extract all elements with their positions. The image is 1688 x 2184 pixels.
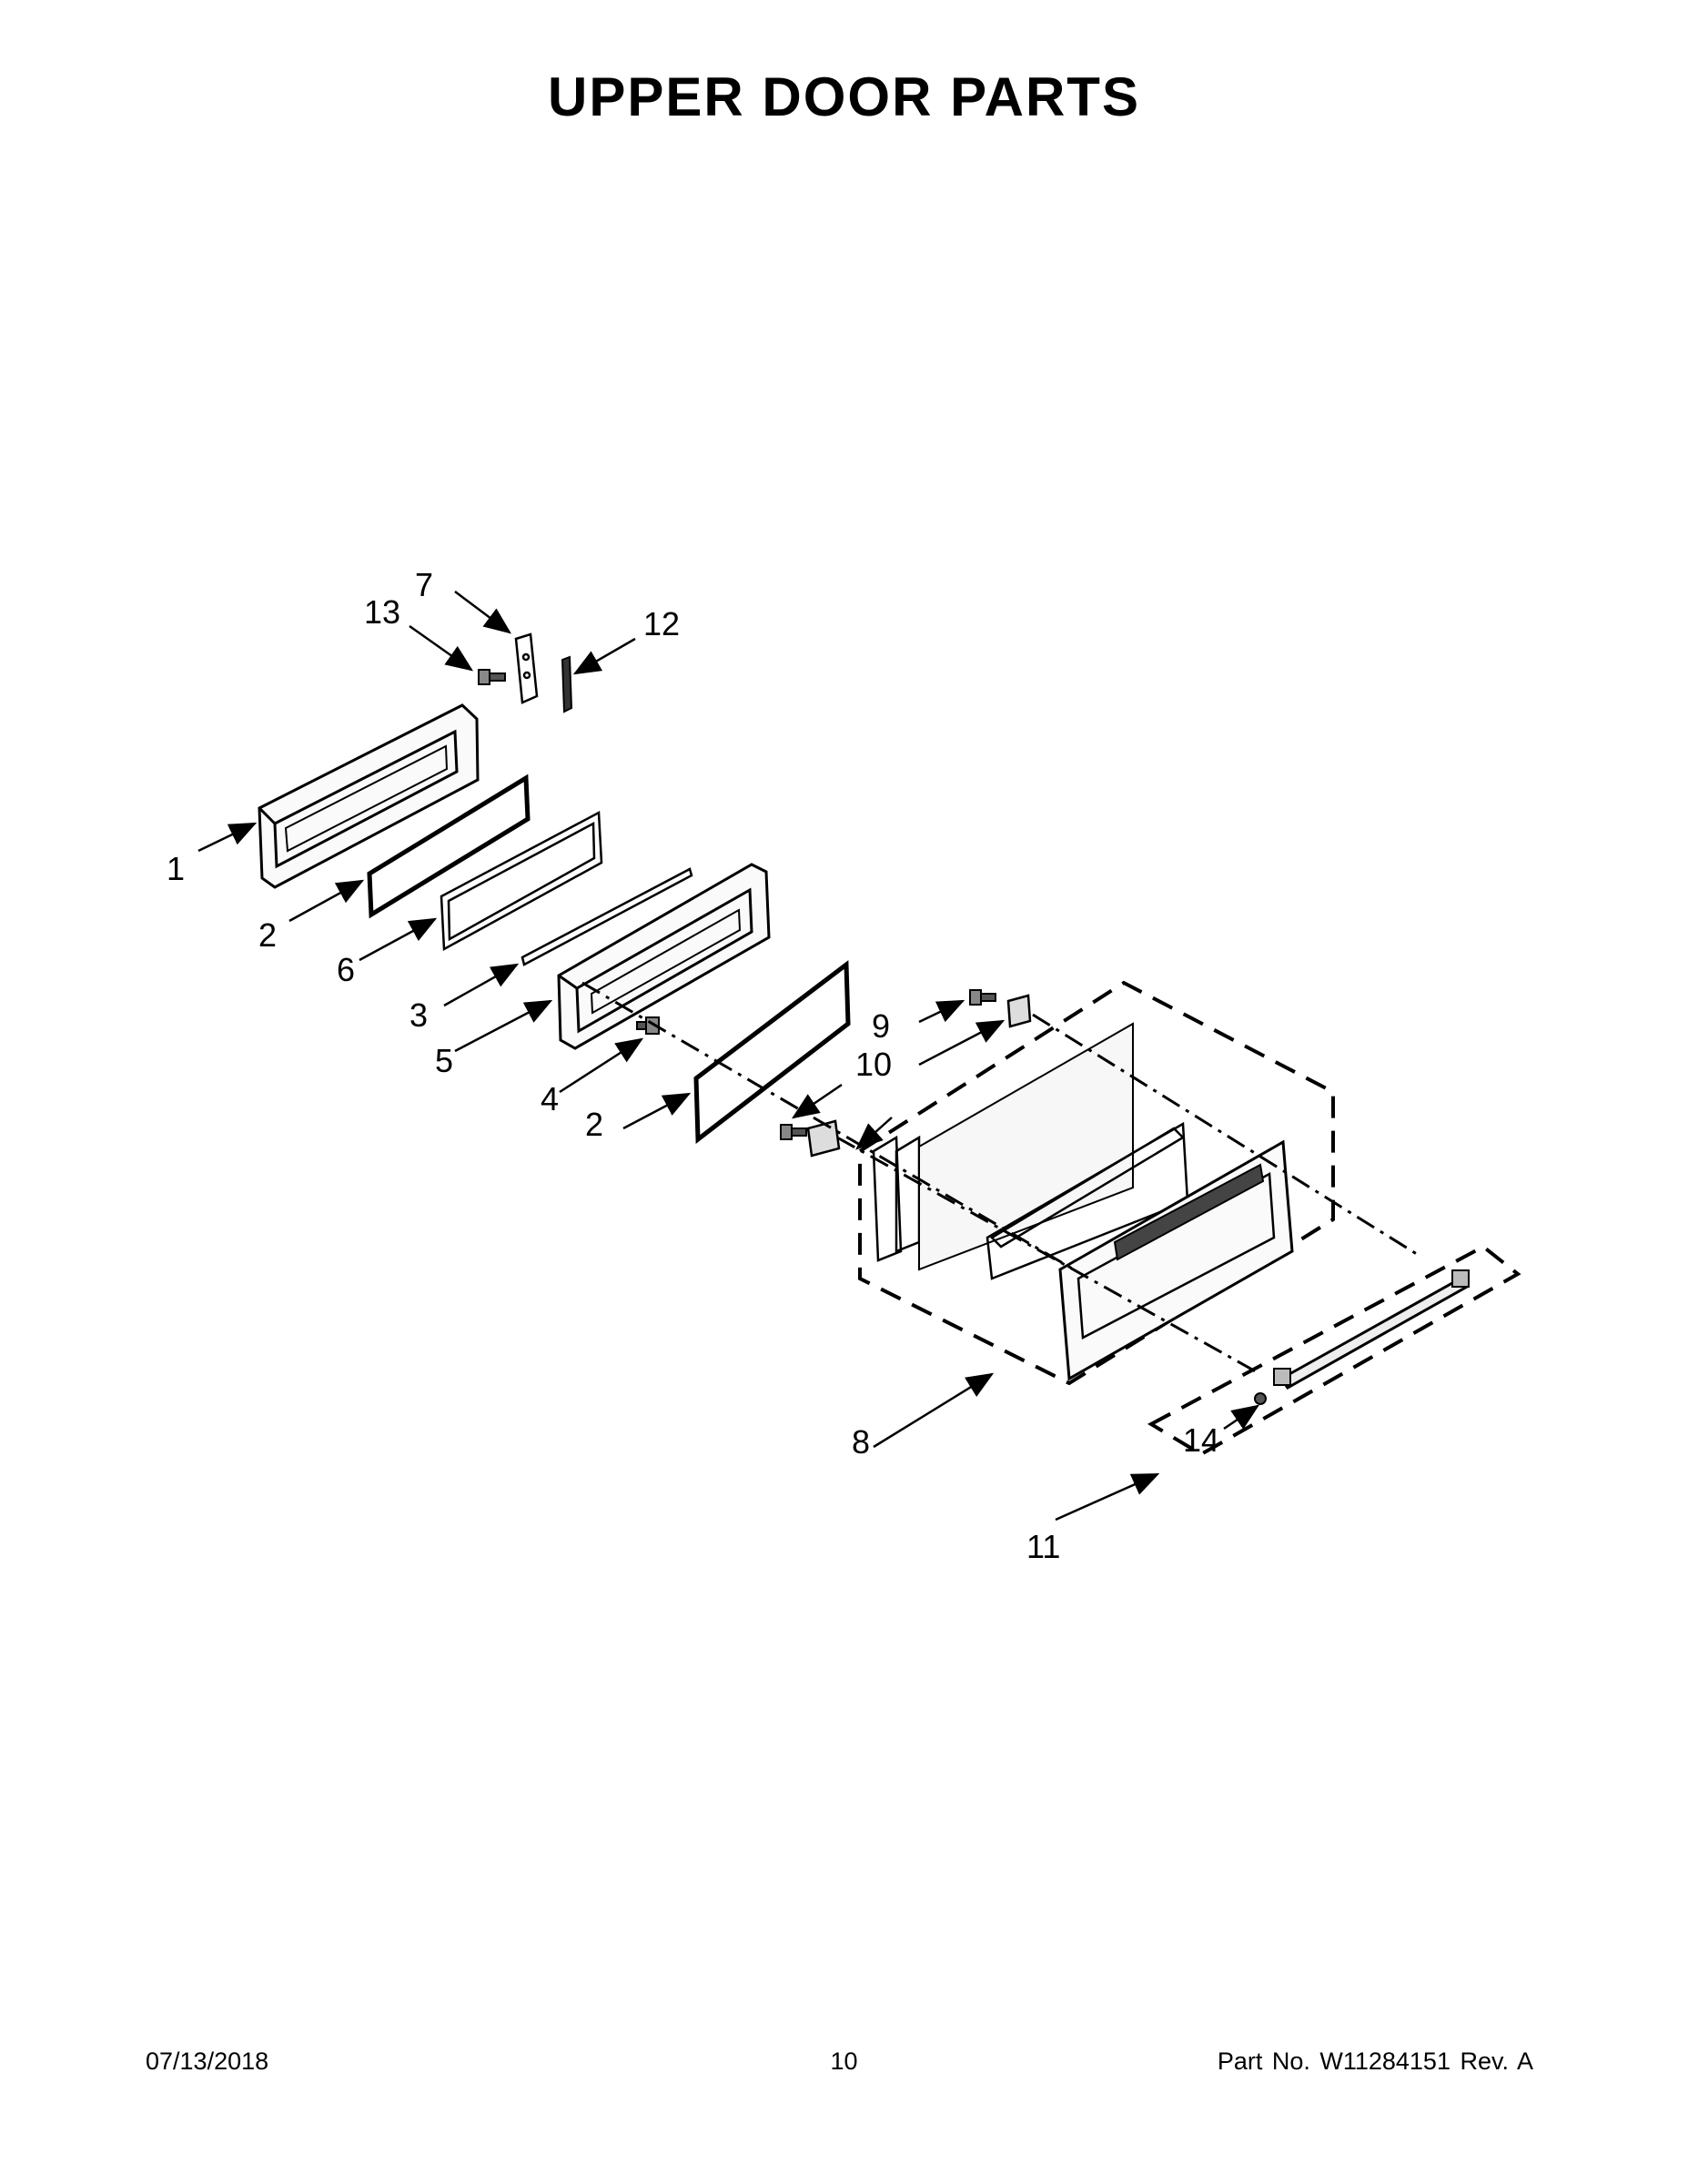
part-6-glass-pack <box>440 810 603 952</box>
callout-4: 4 <box>541 1080 559 1117</box>
page-title: UPPER DOOR PARTS <box>548 66 1140 127</box>
callout-8: 8 <box>852 1423 870 1461</box>
part-5-door-frame <box>557 863 771 1050</box>
callout-7: 7 <box>415 566 433 603</box>
alignment-lines <box>581 981 1420 1376</box>
callout-10: 10 <box>855 1046 892 1083</box>
part-13-screw <box>478 669 506 685</box>
part-9-screw <box>780 989 996 1140</box>
callout-12: 12 <box>643 605 680 642</box>
part-12-hinge-pin <box>561 655 573 713</box>
callout-11: 11 <box>1026 1528 1060 1565</box>
part-2-glass-upper <box>367 774 531 919</box>
part-2-glass-lower <box>693 960 851 1144</box>
callout-14: 14 <box>1183 1421 1219 1459</box>
callout-3: 3 <box>409 996 428 1034</box>
part-11-handle-assembly <box>1147 1244 1521 1457</box>
leader-arrows <box>197 591 1260 1522</box>
callout-5: 5 <box>435 1042 453 1079</box>
part-1-inner-door-panel <box>258 703 480 889</box>
footer-part-number: Part No. W11284151 Rev. A <box>1217 2048 1533 2075</box>
callout-13: 13 <box>364 593 400 631</box>
footer-page-number: 10 <box>830 2048 858 2075</box>
part-7-hinge <box>514 632 539 704</box>
callout-6: 6 <box>337 951 355 988</box>
callout-2-lower: 2 <box>585 1106 603 1143</box>
callout-2-upper: 2 <box>258 916 277 954</box>
callout-1: 1 <box>167 850 185 887</box>
footer-date: 07/13/2018 <box>146 2048 269 2075</box>
callout-9: 9 <box>872 1007 890 1045</box>
part-8-outer-door-assembly <box>858 980 1335 1386</box>
part-14-handle-screw <box>1254 1392 1267 1405</box>
part-3-strip <box>521 867 693 966</box>
callout-labels: 1 2 6 3 5 4 2 7 13 12 9 10 8 14 11 <box>167 566 1219 1565</box>
